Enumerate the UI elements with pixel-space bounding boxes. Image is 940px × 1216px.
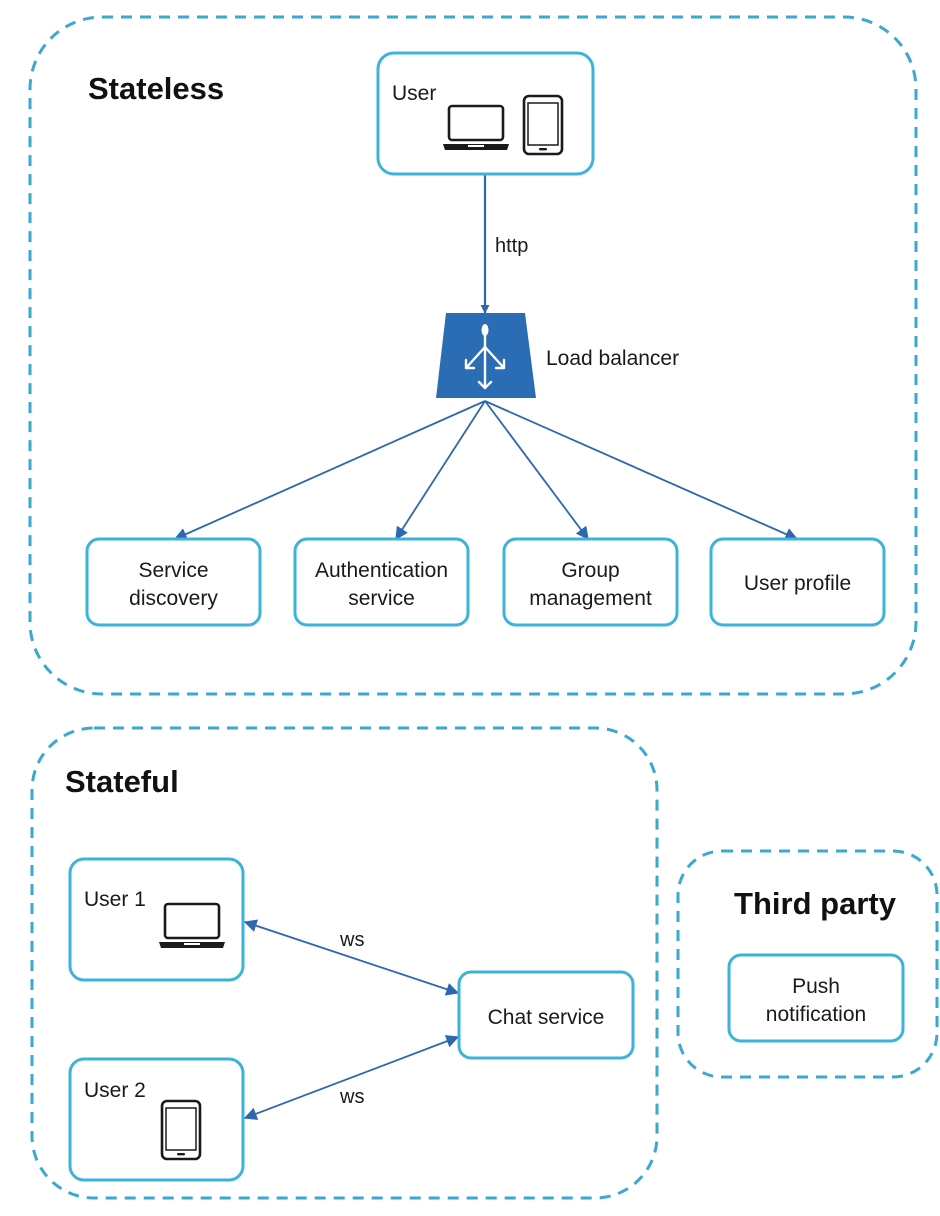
edge-label-ws-2: ws [339,1086,364,1108]
group-management-label-line1: Group [561,559,619,582]
third-party-group: Third party [676,849,939,1079]
edge-user-to-load-balancer: http [480,175,528,314]
user2-node: User 2 [68,1057,245,1182]
authentication-service-label-line2: service [348,587,415,610]
edge-label-ws-1: ws [339,929,364,951]
authentication-service-node: Authentication service [293,537,470,627]
load-balancer-label: Load balancer [546,347,679,370]
service-discovery-label-line2: discovery [129,587,218,610]
user-profile-node: User profile [709,537,886,627]
authentication-service-label-line1: Authentication [315,559,448,582]
service-discovery-node: Service discovery [85,537,262,627]
push-notification-label-line1: Push [792,975,840,998]
push-notification-node: Push notification [727,953,905,1043]
user1-label: User 1 [84,888,146,911]
edge-lb-authentication-service [395,400,486,541]
load-balancer-node: Load balancer [436,313,679,398]
stateless-group: Stateless [28,15,918,696]
service-discovery-label-line1: Service [138,559,208,582]
user-profile-label: User profile [744,572,851,595]
stateful-group: Stateful [30,726,659,1200]
edge-user2-chat-service: ws [243,1035,460,1120]
push-notification-label-line2: notification [766,1003,866,1026]
edge-user1-chat-service: ws [243,919,460,996]
chat-service-node: Chat service [457,970,635,1060]
user2-label: User 2 [84,1079,146,1102]
user1-node: User 1 [68,857,245,982]
user-node: User [376,51,595,176]
edge-lb-group-management [484,400,589,541]
chat-service-label: Chat service [488,1006,605,1029]
edges-load-balancer-to-services [173,400,799,541]
group-management-node: Group management [502,537,679,627]
third-party-title: Third party [734,886,897,921]
edge-lb-service-discovery [173,400,486,541]
stateless-title: Stateless [88,71,224,106]
group-management-label-line2: management [529,587,652,610]
edge-label-http: http [495,235,528,257]
user-label: User [392,82,436,105]
edge-lb-user-profile [484,400,799,541]
stateful-title: Stateful [65,764,179,799]
